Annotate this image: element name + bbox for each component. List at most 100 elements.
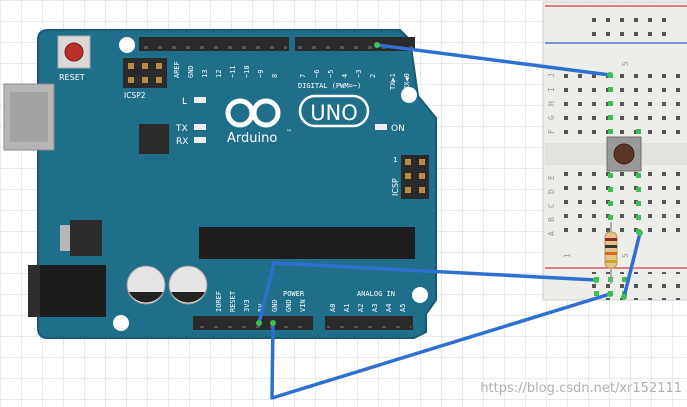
icsp2-header-body xyxy=(123,58,167,88)
dc-jack-body xyxy=(28,265,106,317)
usb-connector xyxy=(3,83,55,151)
row-letter: E xyxy=(547,175,556,180)
pin-label: A5 xyxy=(399,304,407,312)
row-letter: F xyxy=(547,129,556,134)
connected-hole xyxy=(608,187,613,192)
pin-label: IOREF xyxy=(215,291,223,312)
wire-endpoint xyxy=(374,42,380,48)
analog-header-holes xyxy=(327,318,411,328)
connected-hole xyxy=(608,173,613,178)
column-mark: 1 xyxy=(563,253,572,258)
rail-top-holes xyxy=(586,10,666,38)
pin-label: 5V xyxy=(257,303,265,312)
terminal-block-upper xyxy=(558,68,687,140)
pin-label: ~5 xyxy=(327,70,335,78)
connected-hole xyxy=(636,215,641,220)
column-marks: 5 1 5 xyxy=(563,61,630,258)
resistor xyxy=(604,222,618,284)
wire-endpoint xyxy=(593,277,599,283)
pin-label: 7 xyxy=(299,74,307,78)
connected-hole xyxy=(622,277,627,282)
pin-label: 12 xyxy=(215,70,223,78)
connected-hole xyxy=(636,201,641,206)
connected-hole xyxy=(608,101,613,106)
row-letter: B xyxy=(547,217,556,222)
terminal-block-lower xyxy=(558,168,687,240)
status-leds xyxy=(194,97,387,143)
led-l-label: L xyxy=(182,97,187,107)
connected-hole xyxy=(636,187,641,192)
capacitor-stripe xyxy=(129,292,163,303)
led-tx-label: TX xyxy=(175,124,188,134)
model-badge xyxy=(298,94,370,128)
mounting-hole xyxy=(401,87,417,103)
pin xyxy=(405,173,411,179)
reset-button-cap xyxy=(64,42,84,62)
column-mark: 5 xyxy=(621,61,630,66)
wire-endpoint xyxy=(607,291,613,297)
power-header-holes xyxy=(195,318,311,328)
regulator-body xyxy=(70,220,102,256)
header-pin-holes-left xyxy=(141,39,287,49)
wire-endpoint xyxy=(621,294,627,300)
power-pin-labels: IOREF RESET 3V3 5V GND GND VIN xyxy=(215,290,307,312)
pin-label: A2 xyxy=(357,304,365,312)
pin xyxy=(142,63,148,69)
capacitor xyxy=(168,265,208,305)
column-mark: 5 xyxy=(621,253,630,258)
pin-label: TX▶1 xyxy=(389,73,397,90)
row-letter: G xyxy=(547,115,556,120)
pin xyxy=(419,187,425,193)
pin xyxy=(156,63,162,69)
logo-right-loop xyxy=(251,98,281,128)
row-letter: J xyxy=(547,73,556,78)
arduino-logo-icon xyxy=(225,98,281,128)
wire-button-to-rail[interactable] xyxy=(622,231,642,299)
push-button-cap xyxy=(613,143,635,165)
pin xyxy=(405,187,411,193)
wire-endpoints xyxy=(256,42,643,326)
power-section-label: POWER xyxy=(283,290,305,298)
usb-controller-chip xyxy=(139,124,169,154)
dc-power-jack xyxy=(28,265,106,317)
pin xyxy=(142,77,148,83)
pin-label: RX◀0 xyxy=(403,73,411,90)
pin xyxy=(128,63,134,69)
row-letter: D xyxy=(547,189,556,194)
pin-label: A4 xyxy=(385,304,393,312)
led-l xyxy=(194,97,206,103)
pin-label: ~9 xyxy=(257,70,265,78)
wire-gnd-to-rail[interactable] xyxy=(270,292,612,400)
analog-section-label: ANALOG IN xyxy=(357,290,395,298)
pin-label: ~3 xyxy=(355,70,363,78)
icsp-number-label: 1 xyxy=(393,156,397,164)
resistor-band xyxy=(605,260,617,263)
pin-label: 3V3 xyxy=(243,299,251,312)
connected-hole xyxy=(608,129,613,134)
wire-5v-to-rail[interactable] xyxy=(257,261,598,325)
row-letter: I xyxy=(547,87,556,92)
wire-pin2-to-button[interactable] xyxy=(375,43,612,77)
led-on xyxy=(375,124,387,130)
reset-label: RESET xyxy=(59,73,85,82)
board-pcb xyxy=(37,29,437,339)
resistor-band xyxy=(605,252,617,255)
digital-header xyxy=(139,37,415,51)
pin xyxy=(419,173,425,179)
led-rx-label: RX xyxy=(176,137,188,147)
pin-label: GND xyxy=(271,299,279,312)
icsp-header xyxy=(401,155,429,199)
pin-label: A3 xyxy=(371,304,379,312)
row-letters-top: J I H G F xyxy=(547,73,556,134)
pin-label: VIN xyxy=(299,299,307,312)
icsp2-label: ICSP2 xyxy=(124,91,146,100)
resistor-band xyxy=(605,245,617,248)
voltage-regulator xyxy=(60,220,102,256)
arduino-uno-board: RESET ICSP2 xyxy=(3,29,437,339)
mounting-hole xyxy=(119,37,135,53)
dc-jack-front xyxy=(28,265,40,317)
connected-hole xyxy=(594,291,599,296)
connected-hole xyxy=(636,129,641,134)
push-button xyxy=(606,136,642,172)
